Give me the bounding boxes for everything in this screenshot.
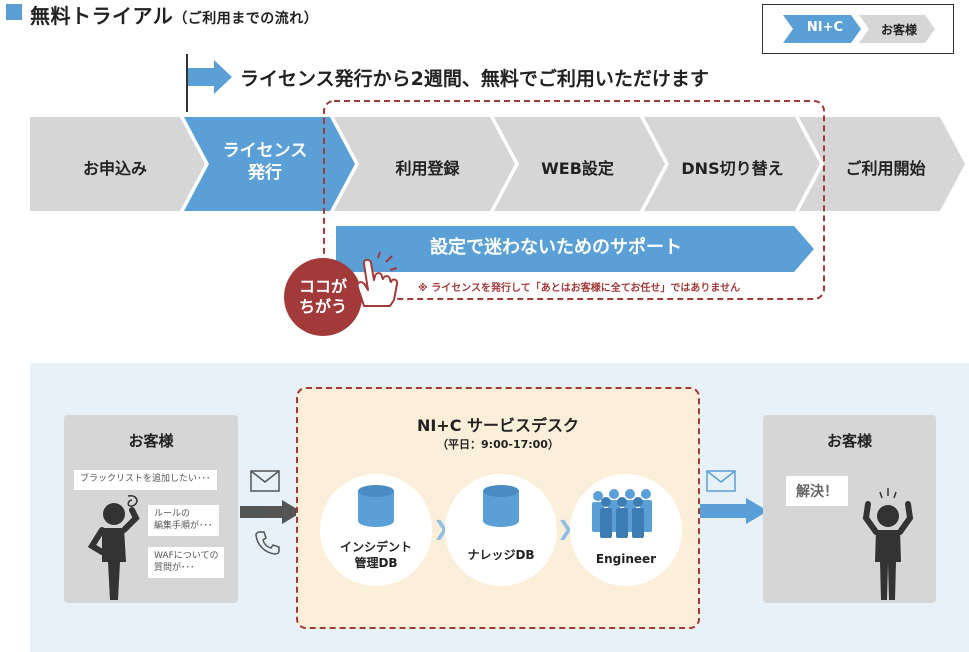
phone-icon <box>255 531 280 555</box>
question-bubble-2: ルールの編集手順が･･･ <box>148 505 219 537</box>
step-1 <box>30 117 205 211</box>
page-title: 無料トライアル（ご利用までの流れ） <box>30 4 319 28</box>
pointing-hand-icon <box>356 251 399 307</box>
happy-person-icon <box>862 488 914 600</box>
database-icon <box>483 485 519 527</box>
troubled-person-icon <box>87 495 140 600</box>
steps-svg <box>30 117 965 211</box>
engineers-icon <box>592 489 652 538</box>
customer-left-title: お客様 <box>128 432 174 450</box>
desk-hours: （平日：9:00-17:00） <box>437 438 559 451</box>
step-3-label: 利用登録 <box>395 159 460 178</box>
step-3 <box>334 117 515 211</box>
step-5-label: DNS切り替え <box>681 159 784 178</box>
difference-badge <box>284 258 362 336</box>
desk-title: NI+C サービスデスク <box>416 416 580 435</box>
engineer-label: Engineer <box>595 552 657 566</box>
question-bubble-1: ブラックリストを追加したい･･･ <box>74 470 217 490</box>
step-2 <box>184 117 355 211</box>
legend-customer: お客様 <box>880 23 917 37</box>
step-6-label: ご利用開始 <box>845 159 926 178</box>
badge-text: ココがちがう <box>298 277 347 316</box>
flow-arrow-left <box>240 500 302 524</box>
start-line <box>186 54 188 112</box>
title-marker <box>6 4 22 20</box>
solved-bubble: 解決！ <box>786 476 848 506</box>
knowledge-db-label: ナレッジDB <box>467 548 535 562</box>
support-note: ※ ライセンスを発行して「あとはお客様に全てお任せ」ではありません <box>418 283 741 294</box>
mail-icon <box>706 470 736 492</box>
step-6 <box>799 117 965 211</box>
legend-provider: NI+C <box>806 20 844 35</box>
step-1-label: お申込み <box>82 159 147 178</box>
support-frame <box>323 100 825 300</box>
step-2-label: ライセンス発行 <box>222 141 308 184</box>
period-text: ライセンス発行から2週間、無料でご利用いただけます <box>240 68 709 90</box>
support-title: 設定で迷わないためのサポート <box>430 237 682 258</box>
question-bubble-3: WAFについての質問が･･･ <box>148 547 225 579</box>
flow-arrow-right <box>700 498 768 524</box>
support-arrow <box>336 226 814 272</box>
customer-right-title: お客様 <box>826 432 872 450</box>
mail-icon <box>250 470 280 492</box>
legend: NI+C お客様 <box>762 4 954 54</box>
period-arrow <box>188 60 232 94</box>
step-4-label: WEB設定 <box>541 159 614 178</box>
step-4 <box>494 117 665 211</box>
database-icon <box>358 485 394 527</box>
incident-db-label: インシデント管理DB <box>339 540 412 570</box>
step-5 <box>644 117 820 211</box>
